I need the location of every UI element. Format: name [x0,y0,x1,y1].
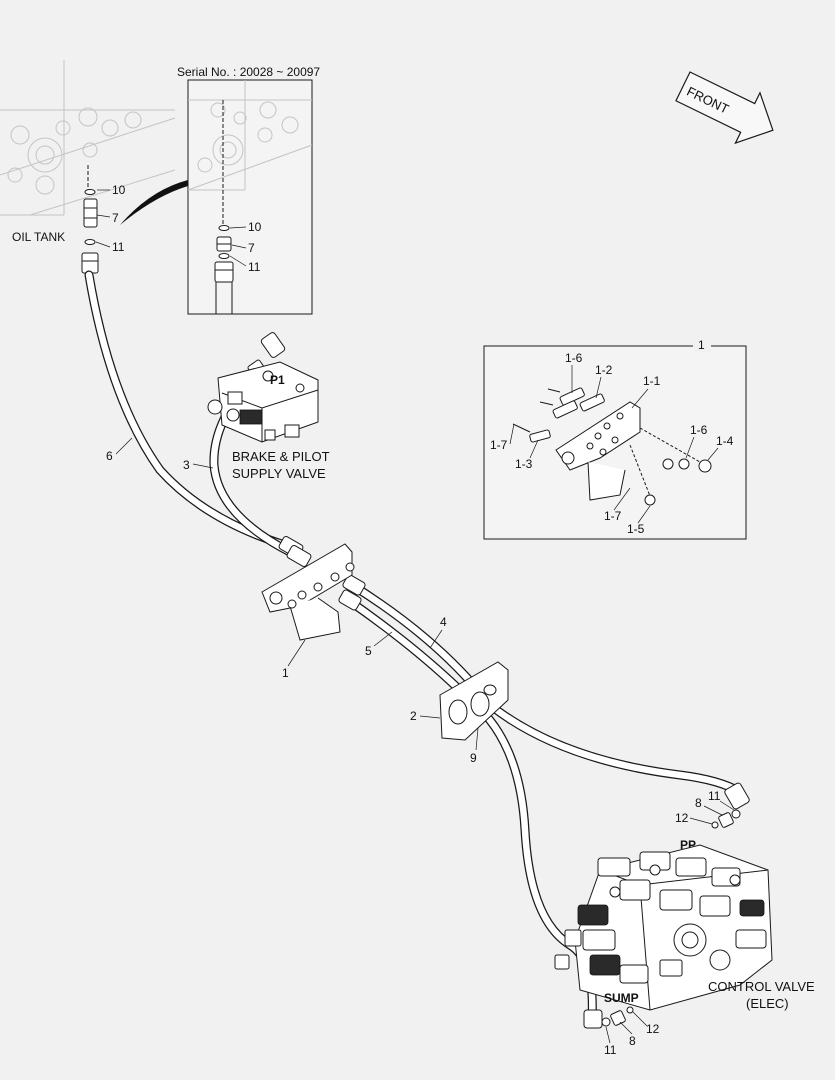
brake-valve-label-line2: SUPPLY VALVE [232,466,326,481]
callout-pp-8: 8 [695,796,702,810]
callout-hose-3: 3 [183,458,190,472]
detail-callout-1-7b: 1-7 [604,509,622,523]
inset-pointer-arc [120,180,188,225]
port-sump-label: SUMP [604,991,639,1005]
detail-bracket-exploded [512,387,712,506]
callout-hose-5: 5 [365,644,372,658]
brake-pilot-supply-valve [207,361,319,443]
callout-sump-12: 12 [646,1022,660,1036]
callout-sump-8: 8 [629,1034,636,1048]
front-arrow-icon: FRONT [675,71,774,145]
callout-sump-11: 11 [604,1043,617,1057]
brake-valve-label-line1: BRAKE & PILOT [232,449,330,464]
callout-bracket-1: 1 [282,666,289,680]
detail-callout-1-6b: 1-6 [690,423,708,437]
callout-grommet-9: 9 [470,751,477,765]
callout-plate-2: 2 [410,709,417,723]
callout-inset-11: 11 [248,260,261,274]
mounting-bracket [261,543,355,641]
detail-callout-1-1: 1-1 [643,374,661,388]
detail-callout-1-5: 1-5 [627,522,645,536]
control-valve-label-line2: (ELEC) [746,996,789,1011]
oil-tank-label: OIL TANK [12,230,65,244]
serial-inset [187,79,313,315]
callout-inset-7: 7 [248,241,255,255]
control-valve [554,844,773,1011]
detail-callout-1-2: 1-2 [595,363,613,377]
callout-pp-12: 12 [675,811,689,825]
callout-tank-10: 10 [112,183,126,197]
port-p1-label: P1 [270,373,285,387]
callout-tank-11: 11 [112,240,125,254]
oil-tank-drawing [0,60,176,274]
serial-number-label: Serial No. : 20028 ~ 20097 [177,65,320,79]
control-valve-label-line1: CONTROL VALVE [708,979,815,994]
callout-tank-7: 7 [112,211,119,225]
pp-port-fittings [711,809,741,829]
detail-title: 1 [698,338,705,352]
callout-hose-6: 6 [106,449,113,463]
clamp-plate [439,661,509,741]
callout-hose-4: 4 [440,615,447,629]
detail-callout-1-4: 1-4 [716,434,734,448]
sump-port-fittings [601,1006,634,1027]
callout-pp-11: 11 [708,789,721,803]
detail-callout-1-3: 1-3 [515,457,533,471]
detail-callout-1-6a: 1-6 [565,351,583,365]
callout-inset-10: 10 [248,220,262,234]
detail-callout-1-7a: 1-7 [490,438,508,452]
